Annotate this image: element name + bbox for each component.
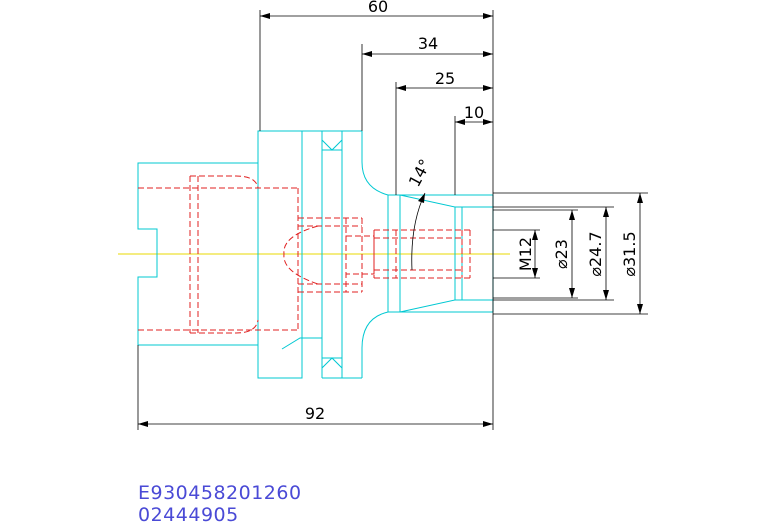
arrowheads — [138, 13, 643, 427]
hidden-lines — [138, 175, 471, 334]
dia-24-7-label: ⌀24.7 — [586, 231, 605, 276]
dim-34-label: 34 — [418, 34, 438, 53]
dim-92-label: 92 — [305, 404, 325, 423]
dia-23-label: ⌀23 — [552, 239, 571, 269]
dia-31-5-label: ⌀31.5 — [620, 231, 639, 276]
angle-label: 14° — [405, 156, 435, 190]
thread-label: M12 — [516, 237, 535, 271]
part-code-line-1: E930458201260 — [138, 482, 302, 504]
part-code-line-2: 02444905 — [138, 504, 239, 526]
dim-10-label: 10 — [464, 103, 484, 122]
dim-60-label: 60 — [368, 0, 388, 16]
dim-25-label: 25 — [435, 69, 455, 88]
